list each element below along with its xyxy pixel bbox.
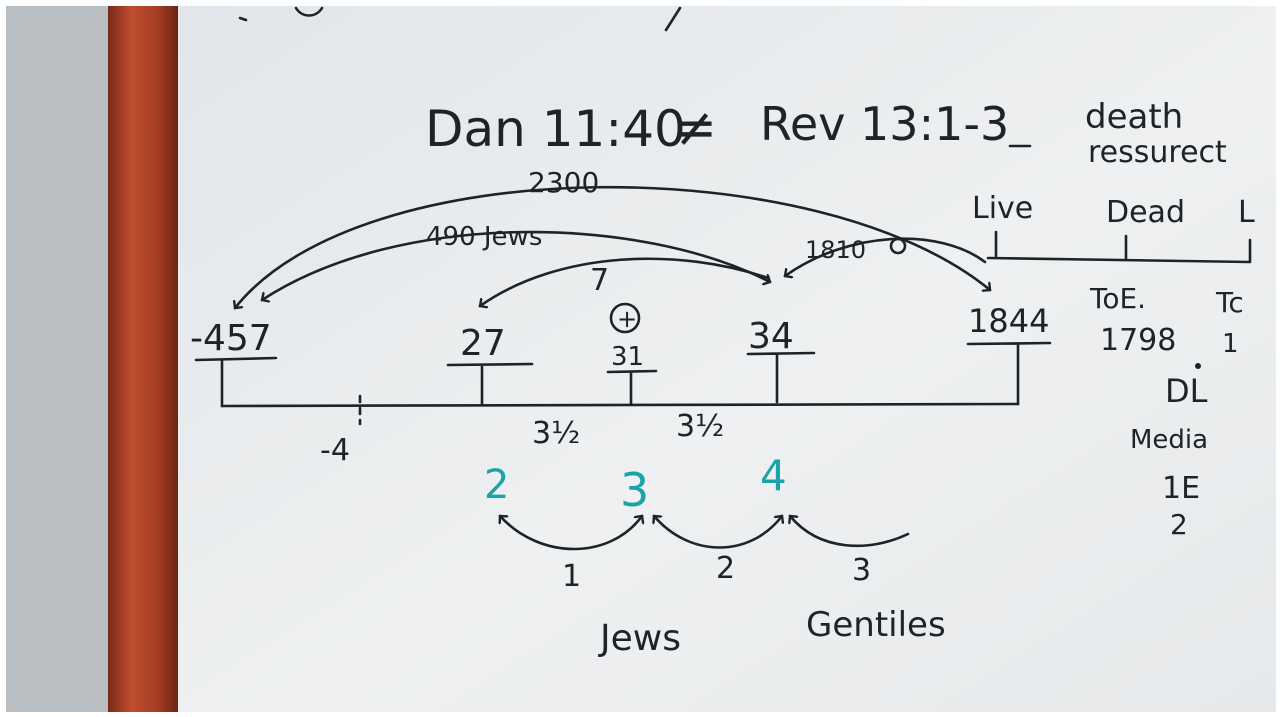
year-minus-457: -457 <box>190 318 272 359</box>
arc-1810 <box>785 237 987 276</box>
right-1e: 1E <box>1162 471 1200 506</box>
group-gentiles: Gentiles <box>806 605 946 645</box>
arc-490-label: 490 Jews <box>426 222 542 252</box>
tick-1844 <box>966 341 1052 406</box>
step-3: 3 <box>852 553 871 588</box>
step-arc-3 <box>790 516 910 548</box>
header-rev: Rev 13:1-3 <box>760 97 1009 151</box>
step-2: 2 <box>716 551 735 586</box>
step-arc-2 <box>654 516 782 549</box>
whiteboard-surface <box>175 6 1276 712</box>
arc-2300-label: 2300 <box>528 166 599 199</box>
tick-34 <box>746 351 816 404</box>
right-timeline <box>986 230 1252 264</box>
header-ressurect: ressurect <box>1088 135 1227 170</box>
label-half-1: 3½ <box>532 416 580 451</box>
right-toe: ToE. <box>1089 282 1146 315</box>
teal-number-4: 4 <box>760 451 787 500</box>
label-minus-4: -4 <box>320 433 350 468</box>
teal-number-3: 3 <box>620 463 649 517</box>
wall-left <box>6 6 108 712</box>
main-timeline <box>220 402 1020 408</box>
arc-490 <box>262 230 770 300</box>
tick-minus-457 <box>194 356 278 408</box>
right-1798: 1798 <box>1100 323 1176 358</box>
right-dot <box>1195 363 1201 369</box>
year-1844: 1844 <box>968 302 1049 340</box>
tick-27 <box>446 362 534 407</box>
arc-1810-circle <box>889 237 907 255</box>
teal-number-2: 2 <box>484 462 509 508</box>
right-dead: Dead <box>1106 195 1185 230</box>
board-frame <box>108 6 178 712</box>
year-34: 34 <box>748 316 794 357</box>
tick-31 <box>606 369 658 406</box>
crucifixion-mark: + <box>617 305 637 333</box>
step-1: 1 <box>562 559 581 594</box>
step-arc-1 <box>500 516 642 551</box>
arc-1810-label: 1810 <box>805 236 866 264</box>
header-neq: ≠ <box>672 96 717 159</box>
header-death: death <box>1085 97 1183 137</box>
arc-seven <box>480 257 770 306</box>
label-half-2: 3½ <box>676 409 724 444</box>
right-tc-num: 1 <box>1222 329 1239 359</box>
right-live: Live <box>972 191 1033 226</box>
top-scribble <box>238 6 682 32</box>
crucifixion-circle <box>609 302 641 334</box>
arc-seven-label: 7 <box>590 263 609 298</box>
right-l: L <box>1238 195 1255 230</box>
header-dan: Dan 11:40 <box>425 100 686 158</box>
right-dl: DL <box>1165 372 1208 410</box>
right-tc: Tc <box>1215 286 1244 319</box>
year-31: 31 <box>611 342 644 372</box>
right-media: Media <box>1130 425 1208 455</box>
right-2: 2 <box>1170 508 1188 541</box>
group-jews: Jews <box>598 618 681 659</box>
year-27: 27 <box>460 323 506 364</box>
